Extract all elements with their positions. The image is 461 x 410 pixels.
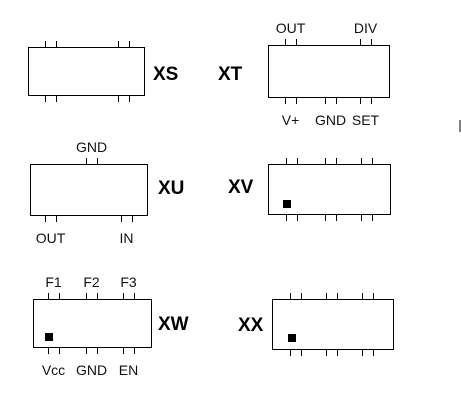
chip-name: XS xyxy=(153,64,178,85)
top-pin-label: F2 xyxy=(83,274,100,290)
chip-name: XV xyxy=(228,177,254,198)
bottom-pin-label: GND xyxy=(76,362,107,378)
chip-xv: XV xyxy=(228,158,391,221)
pin1-marker xyxy=(288,334,296,342)
pin1-marker xyxy=(283,200,291,208)
chip-xt: OUT DIV V+ GND SET XT xyxy=(218,20,390,128)
chip-name: XW xyxy=(158,314,189,335)
chip-name: XT xyxy=(218,64,243,85)
bottom-pin-label: Vcc xyxy=(42,362,65,378)
bottom-pin-label: GND xyxy=(315,112,346,128)
top-pin-label: OUT xyxy=(276,20,306,36)
chip-xu: GND OUT IN XU xyxy=(30,139,184,246)
chip-name: XU xyxy=(158,178,184,199)
top-pin-label: DIV xyxy=(354,20,378,36)
chip-body xyxy=(33,299,152,348)
chip-xx: XX xyxy=(238,293,394,356)
bottom-pin-label: SET xyxy=(352,112,380,128)
bottom-pin-label: V+ xyxy=(282,112,300,128)
top-pin-label: F3 xyxy=(120,274,137,290)
bottom-pin-label: IN xyxy=(120,230,134,246)
chip-body xyxy=(268,45,390,98)
chip-xs: XS xyxy=(28,41,178,102)
bottom-pin-label: OUT xyxy=(36,230,66,246)
pin1-marker xyxy=(45,333,53,341)
top-pin-label: F1 xyxy=(45,274,62,290)
chip-body xyxy=(30,164,148,216)
chip-body xyxy=(28,47,145,96)
chip-name: XX xyxy=(238,315,264,336)
top-pin-label: GND xyxy=(76,139,107,155)
bottom-pin-label: EN xyxy=(119,362,138,378)
